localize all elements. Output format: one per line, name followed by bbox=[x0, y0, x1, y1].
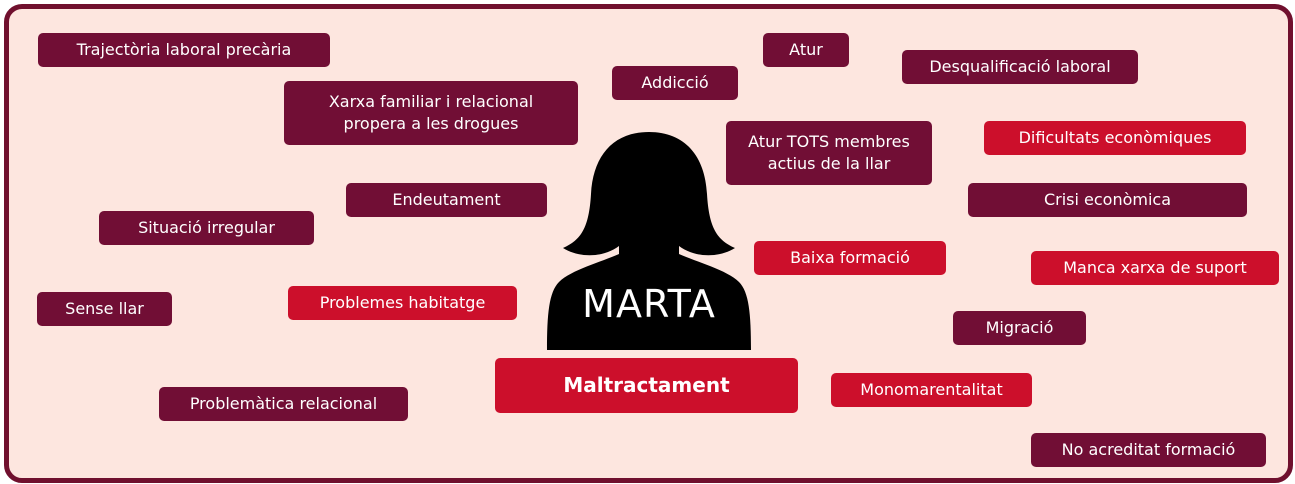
factor-tag: Manca xarxa de suport bbox=[1031, 251, 1279, 285]
factor-tag: Sense llar bbox=[37, 292, 172, 326]
woman-silhouette-icon bbox=[545, 132, 753, 350]
factor-tag: No acreditat formació bbox=[1031, 433, 1266, 467]
factor-tag: Atur TOTS membres actius de la llar bbox=[726, 121, 932, 185]
factor-tag: Atur bbox=[763, 33, 849, 67]
central-issue-box: Maltractament bbox=[495, 358, 798, 413]
person-name-label: MARTA bbox=[582, 282, 716, 326]
factor-tag: Situació irregular bbox=[99, 211, 314, 245]
factor-tag: Crisi econòmica bbox=[968, 183, 1247, 217]
factor-tag: Migració bbox=[953, 311, 1086, 345]
factor-tag: Xarxa familiar i relacional propera a le… bbox=[284, 81, 578, 145]
factor-tag: Desqualificació laboral bbox=[902, 50, 1138, 84]
factor-tag: Trajectòria laboral precària bbox=[38, 33, 330, 67]
factor-tag: Baixa formació bbox=[754, 241, 946, 275]
factor-tag: Dificultats econòmiques bbox=[984, 121, 1246, 155]
factor-tag: Monomarentalitat bbox=[831, 373, 1032, 407]
factor-tag: Endeutament bbox=[346, 183, 547, 217]
factor-tag: Addicció bbox=[612, 66, 738, 100]
factor-tag: Problemes habitatge bbox=[288, 286, 517, 320]
factor-tag: Problemàtica relacional bbox=[159, 387, 408, 421]
